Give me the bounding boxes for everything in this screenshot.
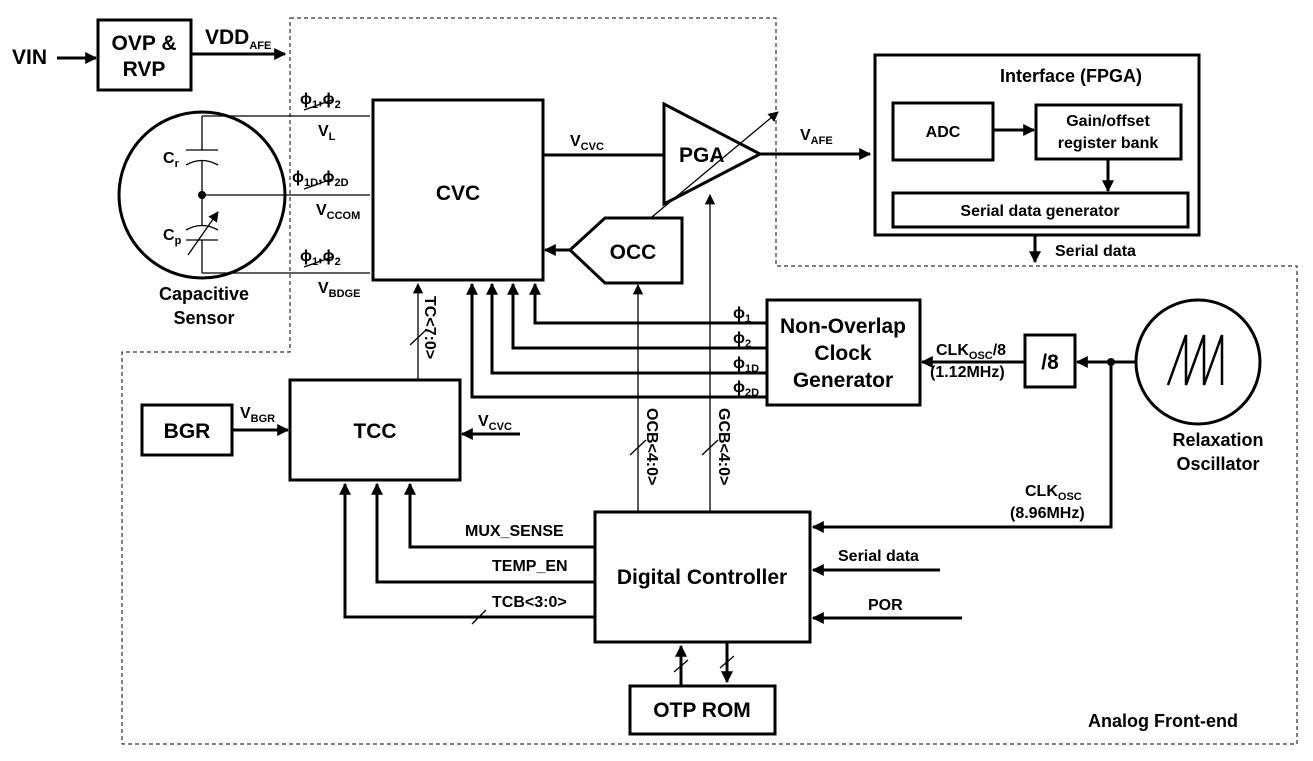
- nonoverlap-label-1: Non-Overlap: [780, 315, 906, 338]
- clk-osc-freq-label: (8.96MHz): [1010, 505, 1085, 522]
- phi12-top-label: ϕ1,ϕ2: [300, 91, 341, 111]
- clk-osc-label: CLKOSC: [1025, 483, 1082, 503]
- pga-gain-arrow: [645, 111, 779, 223]
- otp-rom-label: OTP ROM: [653, 699, 751, 722]
- gain-offset-label-1: Gain/offset: [1066, 113, 1150, 130]
- tcb-label: TCB<3:0>: [492, 594, 567, 611]
- gcb-label: GCB<4:0>: [715, 408, 732, 485]
- tcb-slash: [471, 609, 487, 625]
- tcb-wire: [339, 482, 595, 619]
- nonoverlap-label-3: Generator: [793, 369, 893, 392]
- ocb-label: OCB<4:0>: [643, 408, 660, 485]
- clk8-label: CLKOSC/8: [936, 342, 1006, 362]
- phi-d-label: ϕ1D,ϕ2D: [292, 169, 349, 189]
- interface-title: Interface (FPGA): [1000, 66, 1142, 86]
- sensor-label-1: Capacitive: [159, 284, 249, 304]
- relaxation-oscillator-circle: [1134, 298, 1262, 426]
- switch-vbdge: [303, 256, 333, 268]
- occ-label: OCC: [610, 241, 657, 264]
- nonoverlap-label-2: Clock: [814, 342, 872, 365]
- afe-region-boundary: [121, 17, 1298, 745]
- nonoverlap-clock-block: [765, 298, 922, 407]
- phi2d-wire: [466, 282, 767, 399]
- cp-plate-top: [185, 224, 219, 231]
- vafe-label: VAFE: [800, 127, 833, 147]
- ovp-label-1: OVP &: [112, 32, 177, 55]
- cp-label: Cp: [163, 227, 182, 247]
- clk-osc-wire: [811, 362, 1113, 533]
- phi1-wire: [529, 282, 767, 325]
- ocb-slash: [629, 439, 647, 456]
- digital-controller-block: [593, 510, 812, 644]
- gcb-slash: [701, 439, 719, 456]
- phi2-wire: [507, 282, 767, 350]
- pga-label: PGA: [679, 144, 725, 167]
- relax-label-1: Relaxation: [1172, 430, 1263, 450]
- phi2d-label: ϕ2D: [733, 379, 759, 399]
- tc-bus-slash: [409, 329, 427, 346]
- vbgr-label: VBGR: [240, 405, 275, 425]
- serial-data-out-label: Serial data: [1055, 243, 1136, 260]
- relax-label-2: Oscillator: [1176, 454, 1259, 474]
- temp-en-label: TEMP_EN: [492, 558, 568, 575]
- cr-label: Cr: [163, 150, 180, 170]
- cvc-block: [371, 98, 545, 282]
- otp-down-slash: [719, 655, 735, 669]
- switch-vl: [303, 99, 333, 111]
- ovp-label-2: RVP: [123, 58, 166, 81]
- div8-label: /8: [1041, 351, 1059, 374]
- otp-up-slash: [673, 659, 689, 673]
- cp-variable-arrow: [187, 211, 219, 256]
- sensor-label-2: Sensor: [173, 308, 234, 328]
- sensor-node-dot: [198, 191, 206, 199]
- phi2-label: ϕ2: [733, 330, 751, 350]
- vdd-afe-label: VDDAFE: [205, 26, 271, 52]
- bgr-label: BGR: [164, 420, 211, 443]
- tcc-block: [288, 378, 462, 482]
- mux-sense-label: MUX_SENSE: [465, 523, 564, 540]
- serial-gen-label: Serial data generator: [960, 203, 1119, 220]
- vcvc-label: VCVC: [570, 133, 604, 153]
- gain-offset-label-2: register bank: [1058, 135, 1159, 152]
- serial-gen-block: [891, 191, 1190, 229]
- vccom-label: VCCOM: [316, 202, 360, 222]
- tcc-label: TCC: [353, 420, 396, 443]
- phi12-bot-label: ϕ1,ϕ2: [300, 248, 341, 268]
- clk8-freq-label: (1.12MHz): [930, 364, 1005, 381]
- vbdge-label: VBDGE: [318, 280, 360, 300]
- por-label: POR: [868, 597, 903, 614]
- pga-triangle: [662, 101, 764, 207]
- gain-offset-block: [1034, 103, 1183, 161]
- bgr-block: [140, 403, 234, 457]
- afe-region-label: Analog Front-end: [1088, 711, 1238, 731]
- switch-vccom: [303, 178, 333, 190]
- adc-label: ADC: [926, 124, 961, 141]
- adc-block: [891, 101, 995, 162]
- temp-en-wire: [371, 482, 595, 584]
- tc-bus-label: TC<7:0>: [421, 296, 438, 359]
- serial-data-in-label: Serial data: [838, 548, 919, 565]
- otp-rom-block: [628, 684, 777, 736]
- vin-label: VIN: [12, 46, 47, 69]
- phi1-label: ϕ1: [733, 305, 751, 325]
- cvc-label: CVC: [436, 182, 480, 205]
- mux-sense-wire: [404, 482, 595, 549]
- vl-label: VL: [318, 123, 336, 143]
- occ-block: [567, 216, 684, 285]
- sawtooth-icon: [1166, 334, 1224, 386]
- phi1d-wire: [486, 282, 767, 375]
- vcvc-tcc-label: VCVC: [478, 413, 512, 433]
- phi1d-label: ϕ1D: [733, 355, 759, 375]
- digital-controller-label: Digital Controller: [617, 566, 787, 589]
